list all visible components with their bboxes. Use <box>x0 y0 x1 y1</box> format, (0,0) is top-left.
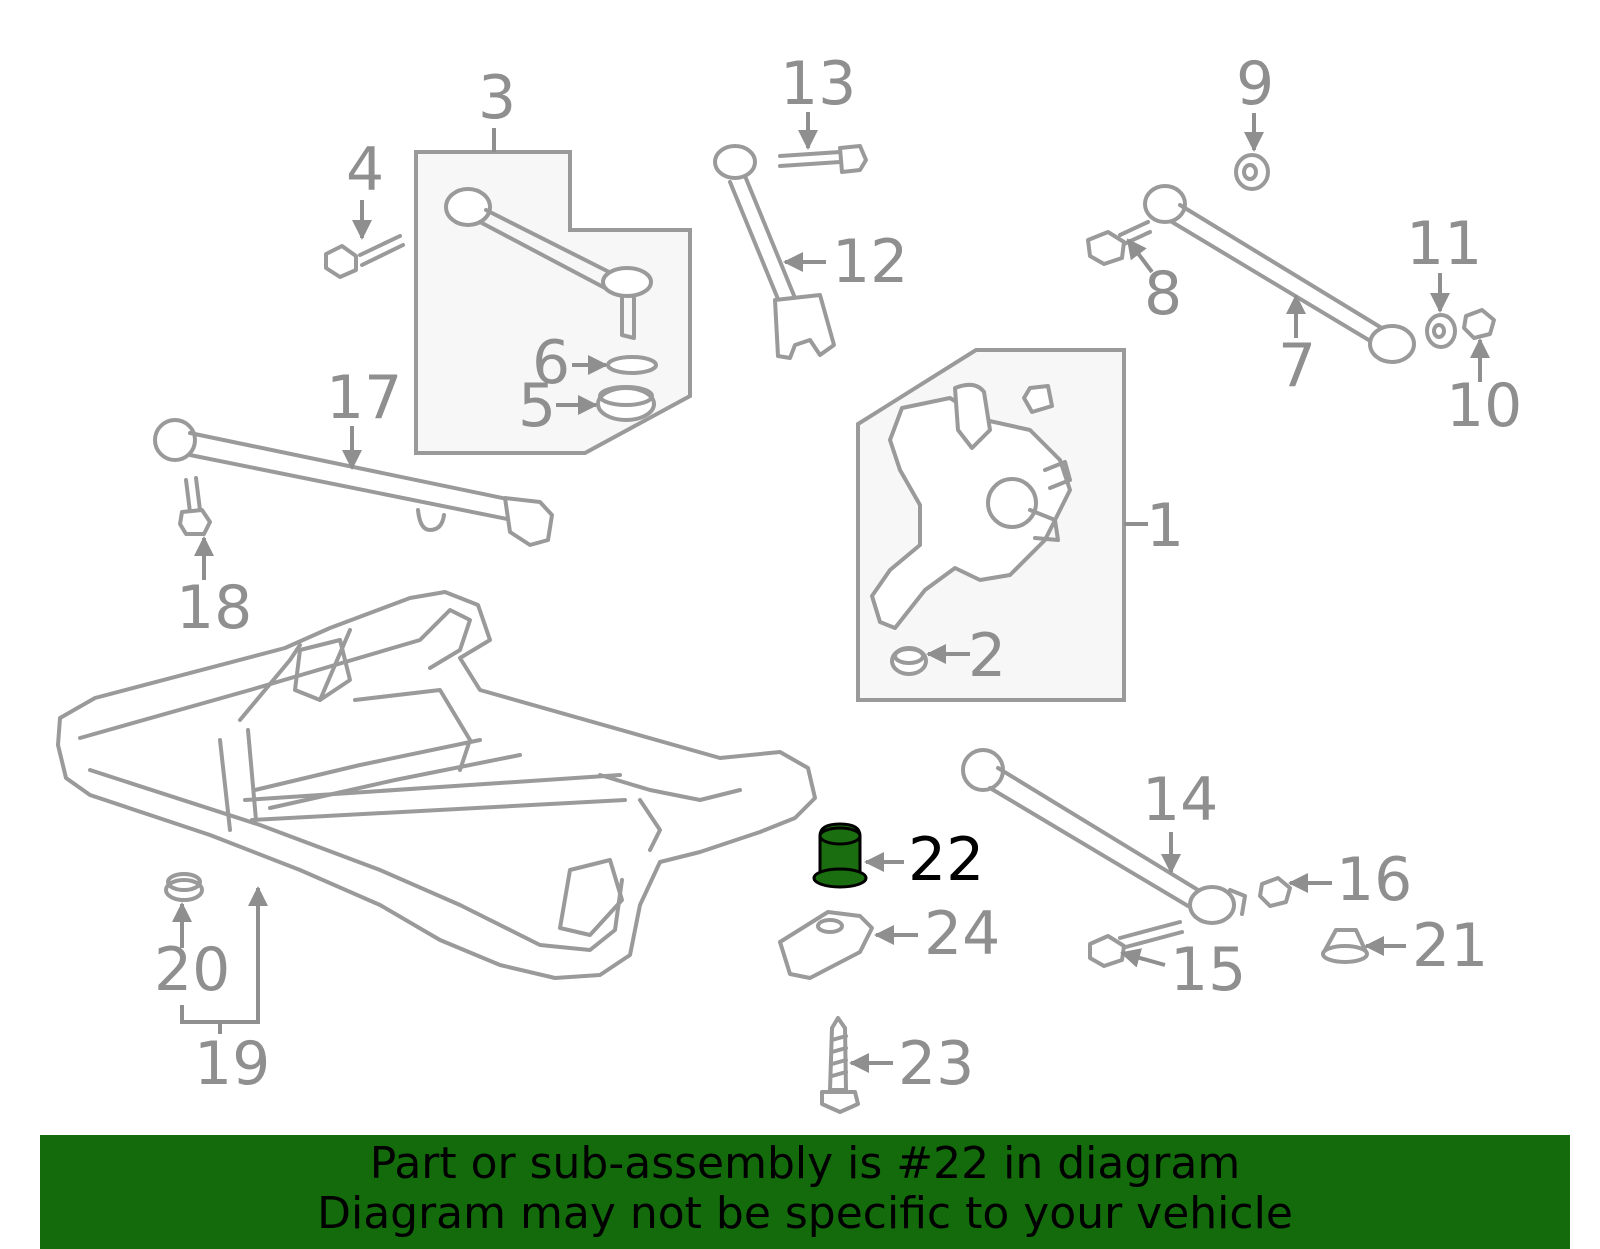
control-arm-3 <box>444 187 653 340</box>
callout-3: 3 <box>478 63 516 133</box>
bolt-4 <box>324 234 405 279</box>
callout-2: 2 <box>968 621 1006 691</box>
group-3-box <box>414 150 692 455</box>
bolt-15 <box>1088 920 1184 968</box>
washer-9 <box>1234 153 1270 191</box>
callout-13: 13 <box>780 49 856 119</box>
ring-6 <box>606 355 658 375</box>
callout-15: 15 <box>1170 935 1246 1005</box>
bushing-2 <box>890 646 928 676</box>
plate-24 <box>778 910 874 980</box>
nut-21 <box>1321 928 1369 964</box>
callout-14: 14 <box>1142 765 1218 835</box>
callout-20: 20 <box>154 935 230 1005</box>
leader-lines <box>172 112 1490 1073</box>
arm-14 <box>961 748 1247 925</box>
bushing-20 <box>164 872 204 902</box>
callout-10: 10 <box>1446 371 1522 441</box>
bushing-22-highlighted[interactable] <box>812 822 868 889</box>
callout-4: 4 <box>346 135 384 205</box>
seal-5 <box>596 385 656 422</box>
arm-7 <box>1143 184 1416 364</box>
banner-line-part: Part or sub-assembly is #22 in diagram <box>369 1138 1241 1189</box>
bushing-11 <box>1425 313 1457 349</box>
subframe-19 <box>56 590 817 980</box>
callout-16: 16 <box>1336 845 1412 915</box>
callout-12: 12 <box>832 227 908 297</box>
callout-8: 8 <box>1144 259 1182 329</box>
callout-9: 9 <box>1236 49 1274 119</box>
callout-22: 22 <box>908 825 984 895</box>
knuckle-1 <box>870 382 1072 630</box>
info-banner: Part or sub-assembly is #22 in diagram D… <box>40 1135 1570 1249</box>
callout-19: 19 <box>194 1029 270 1099</box>
link-12 <box>713 144 836 360</box>
callout-23: 23 <box>898 1029 974 1099</box>
nut-16 <box>1258 876 1292 908</box>
callout-17: 17 <box>326 363 402 433</box>
bolt-18 <box>178 476 212 536</box>
bolt-13 <box>778 144 868 174</box>
nut-10 <box>1462 308 1496 340</box>
bolt-8 <box>1086 220 1152 266</box>
callout-21: 21 <box>1412 911 1488 981</box>
banner-line-disclaimer: Diagram may not be specific to your vehi… <box>317 1188 1293 1239</box>
callout-7: 7 <box>1278 331 1316 401</box>
callout-18: 18 <box>176 573 252 643</box>
screw-23 <box>820 1016 860 1114</box>
callout-11: 11 <box>1406 209 1482 279</box>
callout-24: 24 <box>924 899 1000 969</box>
callout-1: 1 <box>1146 491 1184 561</box>
callout-6: 6 <box>532 328 570 398</box>
callout-5: 5 <box>518 371 556 441</box>
